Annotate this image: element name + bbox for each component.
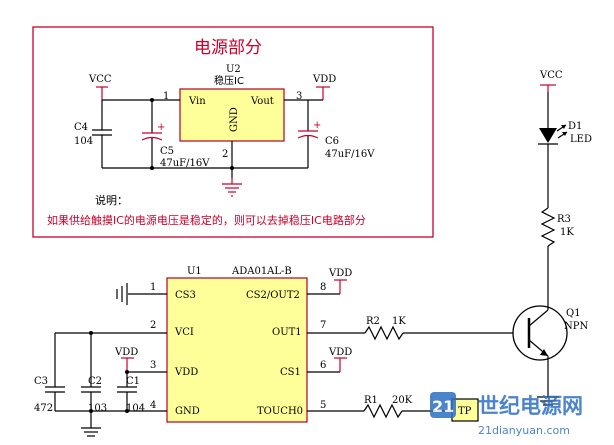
regulator-pin-2: 2	[222, 149, 228, 160]
c6-ref: C6	[325, 136, 339, 147]
q1-ref: Q1	[566, 308, 581, 319]
vdd-pin3-label: VDD	[114, 347, 138, 358]
r2-value: 1K	[392, 316, 406, 327]
u1-pin-num-7: 7	[320, 320, 326, 331]
d1-value: LED	[570, 134, 592, 145]
vdd-pin8-label: VDD	[328, 268, 352, 279]
c5-plus: +	[157, 122, 165, 133]
regulator-pin-1: 1	[163, 91, 169, 102]
c3-ref: C3	[34, 376, 48, 387]
d1-ref: D1	[568, 121, 582, 132]
regulator-pin-vin: Vin	[188, 96, 206, 107]
watermark-logo-text: 21	[432, 397, 454, 416]
led-vcc-label: VCC	[539, 70, 563, 81]
note-text: 如果供给触摸IC的电源电压是稳定的，则可以去掉稳压IC电路部分	[47, 213, 366, 227]
regulator-ref: U2	[226, 64, 241, 75]
touch-ic-body	[166, 277, 308, 423]
c2-value: 103	[88, 403, 107, 414]
power-section-title: 电源部分	[194, 38, 262, 58]
c5-ref: C5	[160, 146, 174, 157]
watermark-name: 世纪电源网	[478, 394, 583, 418]
regulator-pin-3: 3	[296, 91, 302, 102]
r1-ref: R1	[364, 395, 378, 406]
c4-ref: C4	[74, 122, 88, 133]
c3-value: 472	[34, 403, 53, 414]
npn-transistor-icon	[512, 305, 568, 361]
vdd-out-label: VDD	[312, 74, 336, 85]
ground-icon	[222, 178, 242, 197]
c6-plus: +	[313, 120, 321, 131]
vdd-pin6-label: VDD	[328, 347, 352, 358]
watermark: 21 世纪电源网 21dianyuan.com	[430, 392, 583, 437]
note-label: 说明：	[95, 193, 128, 207]
q1-ground-icon	[537, 396, 559, 406]
u1-pin-num-3: 3	[150, 360, 156, 371]
u1-pin-name-2: VCI	[174, 327, 194, 338]
u1-pin-name-5: TOUCH0	[257, 406, 303, 417]
r3-value: 1K	[560, 227, 574, 238]
power-section-frame	[32, 26, 434, 238]
u1-pin-name-8: CS2/OUT2	[246, 290, 300, 301]
vcc-label: VCC	[88, 74, 112, 85]
regulator-pin-vout: Vout	[250, 96, 274, 107]
c6-value: 47uF/16V	[325, 149, 375, 160]
r3-resistor	[540, 207, 556, 247]
u1-pin-name-6: CS1	[280, 367, 301, 378]
regulator-part: 稳压IC	[214, 74, 244, 87]
watermark-url: 21dianyuan.com	[478, 424, 570, 437]
u1-pin-num-6: 6	[320, 360, 326, 371]
u1-pin-name-1: CS3	[175, 290, 196, 301]
c2-ref: C2	[88, 376, 102, 387]
r2-resistor	[364, 325, 404, 341]
watermark-logo-icon	[430, 392, 456, 418]
r3-ref: R3	[557, 214, 571, 225]
caps-ground-icon	[81, 427, 101, 437]
r2-ref: R2	[366, 316, 380, 327]
r1-resistor	[363, 403, 403, 419]
regulator-pin-gnd: GND	[229, 107, 240, 132]
u1-pin-num-5: 5	[320, 400, 326, 411]
q1-value: NPN	[564, 321, 588, 332]
u1-pin-num-4: 4	[150, 400, 156, 411]
u1-part: ADA01AL-B	[231, 266, 292, 277]
touch-pad-label: TP	[458, 406, 472, 417]
u1-pin-name-3: VDD	[174, 367, 198, 378]
u1-pin-num-8: 8	[320, 282, 326, 293]
c5-value: 47uF/16V	[160, 158, 210, 169]
c1-ref: C1	[126, 376, 140, 387]
u1-pin-num-2: 2	[150, 320, 156, 331]
u1-pin-num-1: 1	[150, 282, 156, 293]
led-icon	[538, 124, 568, 145]
u1-ref: U1	[187, 266, 202, 277]
u1-pin-name-7: OUT1	[272, 327, 302, 338]
r1-value: 20K	[392, 395, 413, 406]
c1-value: 104	[126, 403, 145, 414]
u1-pin-name-4: GND	[175, 406, 200, 417]
c4-value: 104	[74, 136, 93, 147]
cs3-ground-icon	[116, 283, 128, 305]
